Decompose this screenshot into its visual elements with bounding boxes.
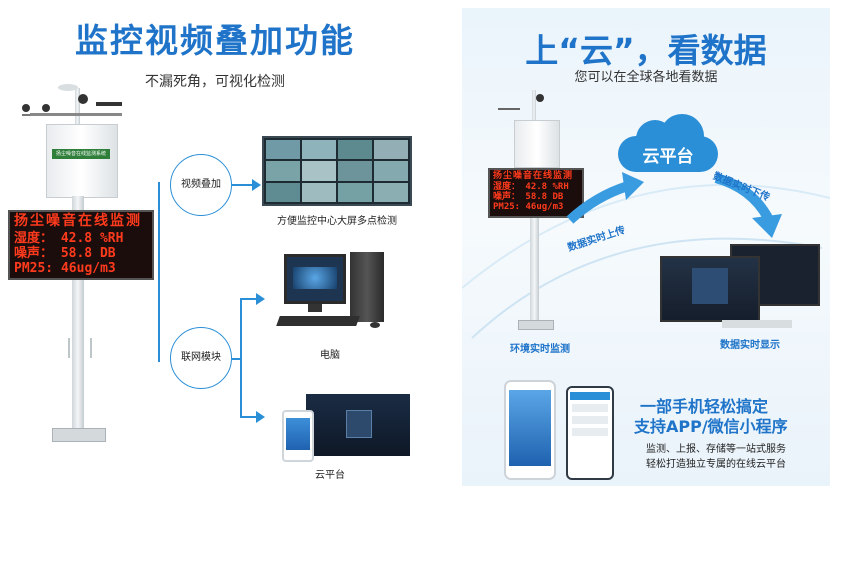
keyboard-right	[722, 320, 792, 328]
caption-cloud: 云平台	[315, 470, 345, 481]
arrow-video-icon	[252, 179, 261, 191]
display-label: 数据实时显示	[720, 340, 780, 351]
background-curves	[462, 183, 830, 339]
upload-arrow-icon	[566, 172, 644, 224]
right-panel: 上“云”，看数据 您可以在全球各地看数据 扬尘噪音在线监测 湿度： 42.8 %…	[462, 8, 830, 486]
branch-video-node: 视频叠加	[170, 154, 232, 216]
download-arrow-icon	[714, 173, 782, 238]
phone-screen	[282, 410, 314, 462]
sensor-mast	[75, 88, 80, 130]
promo-line-2: 支持APP/微信小程序	[634, 417, 788, 436]
right-title: 上“云”，看数据	[525, 31, 767, 70]
monitor	[284, 254, 346, 304]
connector-video	[232, 184, 254, 186]
phone-left	[504, 380, 556, 480]
cloud-platform-image	[262, 392, 412, 462]
right-wind-cups-icon	[498, 100, 520, 110]
right-led-display: 扬尘噪音在线监测 湿度： 42.8 %RH 噪声： 58.8 DB PM25: …	[488, 168, 584, 218]
cloud-icon: 云平台	[618, 114, 718, 172]
connector-main	[158, 182, 160, 362]
caption-video-wall: 方便监控中心大屏多点检测	[277, 216, 397, 227]
connector-pc	[240, 298, 258, 300]
sensor-ball-icon	[78, 94, 88, 104]
led-display: 扬尘噪音在线监测 湿度： 42.8 %RH 噪声： 58.8 DB PM25: …	[8, 210, 154, 280]
branch-network-node: 联网模块	[170, 327, 232, 389]
sensor-arm	[30, 113, 122, 116]
pole-base	[52, 428, 106, 442]
right-sensor-ball-icon	[536, 94, 544, 102]
right-sensor-box	[514, 120, 560, 168]
monitoring-station: 扬尘噪音在线监测系统 扬尘噪音在线监测 湿度： 42.8 %RH 噪声： 58.…	[0, 80, 170, 450]
connector-network-v	[240, 298, 242, 416]
screen-main	[660, 256, 760, 322]
wind-vane-icon	[96, 102, 122, 106]
connector-cloud	[240, 416, 258, 418]
promo-line-1: 一部手机轻松搞定	[640, 397, 769, 416]
led-line-2: 湿度： 42.8 %RH	[14, 231, 124, 246]
led-line-4: PM25: 46ug/m3	[14, 261, 116, 276]
connector-network-h	[232, 358, 242, 360]
promo-line-4: 轻松打造独立专属的在线云平台	[646, 459, 786, 470]
caption-pc: 电脑	[320, 350, 340, 361]
left-title: 监控视频叠加功能	[75, 21, 355, 60]
pc-tower	[350, 252, 384, 322]
right-led-line-4: PM25: 46ug/m3	[493, 202, 564, 212]
env-monitor-label: 环境实时监测	[510, 344, 570, 355]
promo-line-3: 监测、上报、存储等一站式服务	[646, 444, 786, 455]
video-wall-image	[262, 136, 412, 206]
cloud-platform-label: 云平台	[642, 147, 694, 167]
device-plate: 扬尘噪音在线监测系统	[52, 149, 110, 159]
data-display-screens	[652, 238, 822, 330]
phone-right	[566, 386, 614, 480]
led-line-3: 噪声： 58.8 DB	[14, 246, 116, 261]
sensor-box: 扬尘噪音在线监测系统	[46, 124, 118, 198]
arrow-cloud-icon	[256, 411, 265, 423]
sensor-dish-icon	[58, 84, 78, 91]
arrow-pc-icon	[256, 293, 265, 305]
right-subtitle: 您可以在全球各地看数据	[574, 70, 718, 85]
pole-lower	[72, 280, 84, 430]
pole-brace	[68, 338, 92, 358]
right-led-line-2: 湿度： 42.8 %RH	[493, 182, 569, 192]
computer-image	[276, 250, 412, 338]
laptop-screen	[306, 394, 410, 456]
right-led-line-3: 噪声： 58.8 DB	[493, 192, 564, 202]
left-panel: 监控视频叠加功能 不漏死角，可视化检测 扬尘噪音在线监测系统 扬尘噪音在线监测 …	[0, 0, 430, 481]
right-led-line-1: 扬尘噪音在线监测	[493, 171, 574, 181]
led-line-1: 扬尘噪音在线监测	[14, 213, 142, 229]
mouse-icon	[370, 322, 380, 328]
keyboard	[276, 316, 360, 326]
right-monitoring-station: 扬尘噪音在线监测 湿度： 42.8 %RH 噪声： 58.8 DB PM25: …	[484, 86, 594, 336]
left-subtitle: 不漏死角，可视化检测	[145, 74, 285, 90]
